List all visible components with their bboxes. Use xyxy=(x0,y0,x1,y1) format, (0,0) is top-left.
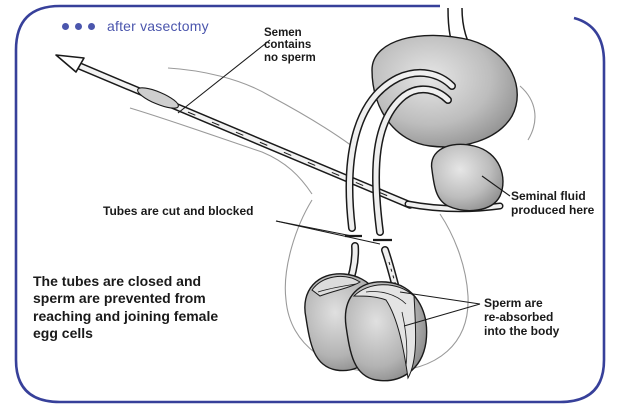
label-sperm-absorbed: Sperm are re-absorbed into the body xyxy=(484,296,594,338)
leader-tubes-right xyxy=(276,221,380,244)
seminal-vesicle xyxy=(432,144,503,210)
leader-semen xyxy=(178,40,270,113)
label-tubes-closed: The tubes are closed and sperm are preve… xyxy=(33,273,293,342)
testis-right xyxy=(345,282,426,381)
dot-icon xyxy=(62,23,69,30)
label-semen: Semen contains no sperm xyxy=(264,27,344,64)
label-tubes-cut: Tubes are cut and blocked xyxy=(103,205,253,218)
dot-icon xyxy=(88,23,95,30)
diagram-header: after vasectomy xyxy=(62,16,209,36)
label-seminal-fluid: Seminal fluid produced here xyxy=(511,190,611,218)
pelvis-outline xyxy=(520,86,535,140)
bullet-dots xyxy=(62,23,95,30)
dot-icon xyxy=(75,23,82,30)
header-title: after vasectomy xyxy=(107,18,209,34)
